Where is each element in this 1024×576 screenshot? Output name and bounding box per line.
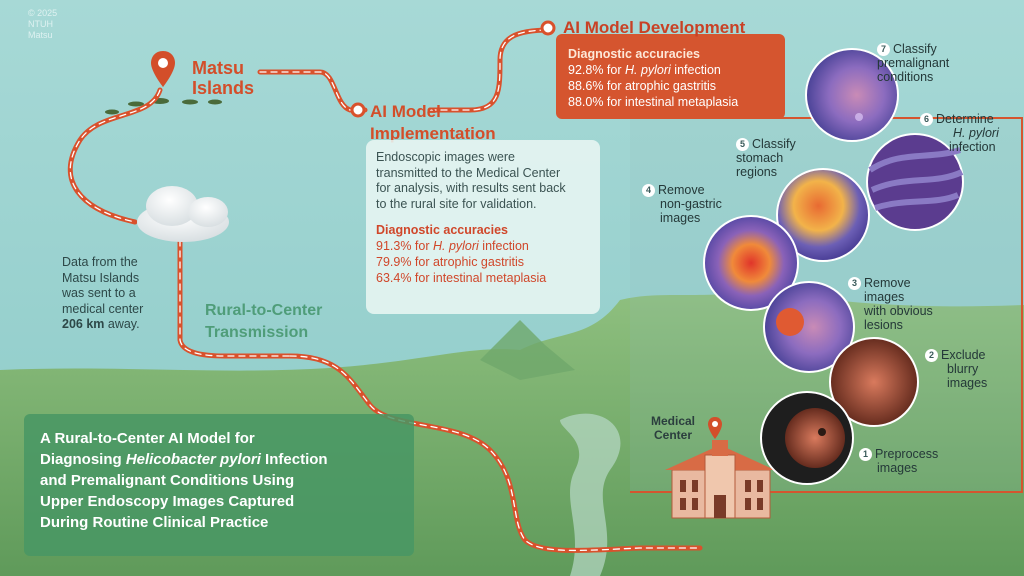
implementation-acc-line: 91.3% for H. pylori infection <box>376 239 529 253</box>
medical-center-line: Medical <box>651 414 696 428</box>
implementation-acc-heading: Diagnostic accuracies <box>376 223 509 237</box>
main-title-line: Diagnosing Helicobacter pylori Infection <box>40 451 328 468</box>
implementation-acc-line: 63.4% for intestinal metaplasia <box>376 271 547 285</box>
transmission-label-line: Rural-to-Center <box>205 302 323 319</box>
transmission-label-line: Transmission <box>205 324 309 341</box>
implementation-title: AI Model Implementation <box>370 101 496 145</box>
development-acc-line: 88.0% for intestinal metaplasia <box>568 95 739 109</box>
implementation-description-line: for analysis, with results sent back <box>376 181 566 195</box>
copyright-line: Matsu <box>28 30 53 40</box>
matsu-islands-shapes <box>105 98 222 115</box>
development-box: Diagnostic accuracies 92.8% for H. pylor… <box>556 34 785 119</box>
medical-center-label: Medical Center <box>651 414 695 442</box>
implementation-title-line: Implementation <box>370 124 496 143</box>
implementation-description-line: transmitted to the Medical Center <box>376 165 561 180</box>
implementation-box: Endoscopic images were transmitted to th… <box>366 140 600 314</box>
data-transfer-line: Matsu Islands <box>62 270 140 285</box>
implementation-description-line: to the rural site for validation. <box>376 196 537 211</box>
main-title-line: and Premalignant Conditions Using <box>40 472 295 489</box>
development-acc-line: 88.6% for atrophic gastritis <box>568 79 716 93</box>
endoscopy-images <box>703 48 964 485</box>
data-transfer-line: 206 km away. <box>62 317 140 331</box>
main-title-line: Upper Endoscopy Images Captured <box>40 493 295 510</box>
cloud-icon <box>137 186 229 242</box>
location-pin-icon <box>150 50 176 88</box>
data-transfer-line: was sent to a <box>62 286 136 300</box>
copyright-line: NTUH <box>28 19 53 29</box>
matsu-label-line: Islands <box>192 78 255 98</box>
implementation-description-line: Endoscopic images were <box>376 150 515 164</box>
implementation-description: Endoscopic images were transmitted to th… <box>376 150 590 212</box>
data-transfer-note: Data from the Matsu Islands was sent to … <box>62 255 172 333</box>
development-acc-line: 92.8% for H. pylori infection <box>568 63 721 77</box>
data-transfer-line: medical center <box>62 301 144 316</box>
matsu-label-line: Matsu <box>192 58 245 78</box>
development-acc-heading: Diagnostic accuracies <box>568 47 701 61</box>
data-transfer-line: Data from the <box>62 255 138 269</box>
transmission-label: Rural-to-Center Transmission <box>205 300 322 344</box>
implementation-title-line: AI Model <box>370 102 441 121</box>
medical-center-pin-icon <box>707 416 723 440</box>
main-title-line: A Rural-to-Center AI Model for <box>40 430 255 447</box>
implementation-acc-line: 79.9% for atrophic gastritis <box>376 255 524 269</box>
medical-center-building <box>665 440 775 519</box>
copyright-line: © 2025 <box>28 8 58 18</box>
copyright-mark: © 2025 NTUH Matsu <box>28 8 57 41</box>
matsu-islands-label: Matsu Islands <box>192 58 254 98</box>
main-title-box: A Rural-to-Center AI Model for Diagnosin… <box>24 414 414 556</box>
main-title-line: During Routine Clinical Practice <box>40 514 269 531</box>
implementation-accuracies: Diagnostic accuracies 91.3% for H. pylor… <box>376 222 590 286</box>
medical-center-line: Center <box>654 428 693 442</box>
development-title: AI Model Development <box>563 18 746 37</box>
